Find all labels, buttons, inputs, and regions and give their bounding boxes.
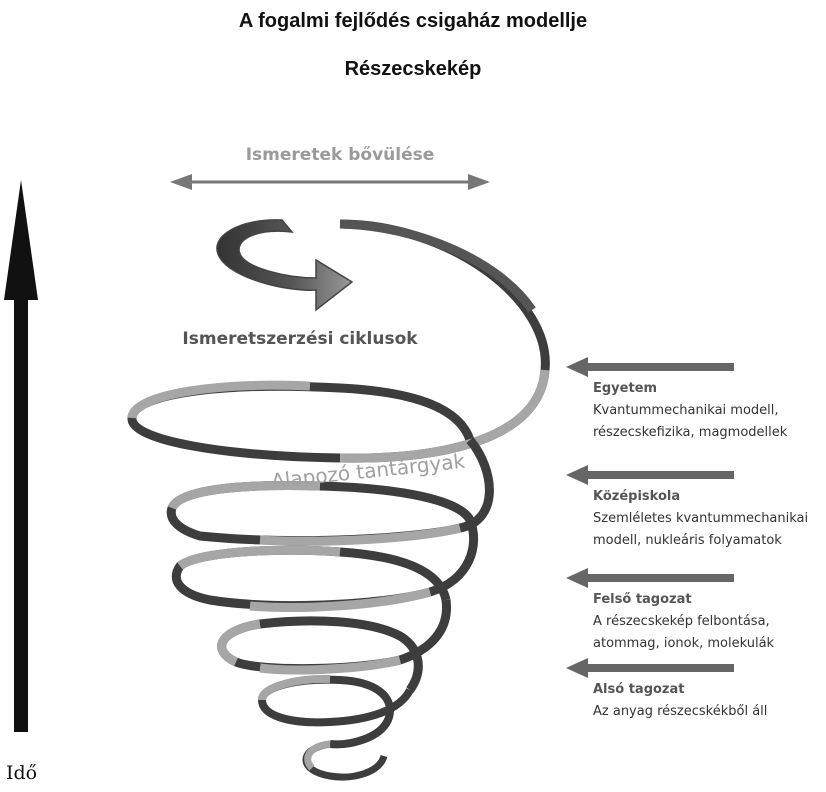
spiral <box>127 219 550 781</box>
level-kozepiskola: Középiskola Szemléletes kvantummechanika… <box>593 486 808 552</box>
level-arrows <box>566 357 734 678</box>
cycles-label: Ismeretszerzési ciklusok <box>182 329 418 349</box>
level-felso-tagozat: Felső tagozat A részecskekép felbontása,… <box>593 589 774 655</box>
time-label: Idő <box>6 762 38 784</box>
level-arrow-egyetem <box>566 357 734 377</box>
diagram-title: A fogalmi fejlődés csigaház modellje <box>238 10 588 32</box>
level-name: Alsó tagozat <box>593 682 685 697</box>
level-name: Középiskola <box>593 489 681 504</box>
level-name: Egyetem <box>593 381 658 396</box>
knowledge-expansion-arrow <box>170 174 490 190</box>
diagram-subtitle: Részecskekép <box>344 58 482 80</box>
level-arrow-felso <box>566 568 734 588</box>
level-desc-1: Szemléletes kvantummechanikai <box>593 511 809 526</box>
level-desc-1: Kvantummechanikai modell, <box>593 403 779 418</box>
knowledge-expansion-label: Ismeretek bővülése <box>246 145 435 165</box>
level-arrow-also <box>566 658 734 678</box>
cycle-arrow-icon <box>216 219 354 312</box>
level-arrow-kozepiskola <box>566 465 734 485</box>
level-egyetem: Egyetem Kvantummechanikai modell, részec… <box>593 378 787 444</box>
level-desc-1: Az anyag részecskékből áll <box>593 704 768 719</box>
level-desc-2: modell, nukleáris folyamatok <box>593 533 782 548</box>
time-arrow <box>4 180 38 732</box>
level-also-tagozat: Alsó tagozat Az anyag részecskékből áll <box>593 679 767 723</box>
level-desc-2: részecskefizika, magmodellek <box>593 425 788 440</box>
level-desc-1: A részecskekép felbontása, <box>593 614 770 629</box>
level-name: Felső tagozat <box>593 592 692 607</box>
level-desc-2: atommag, ionok, molekulák <box>593 636 775 651</box>
